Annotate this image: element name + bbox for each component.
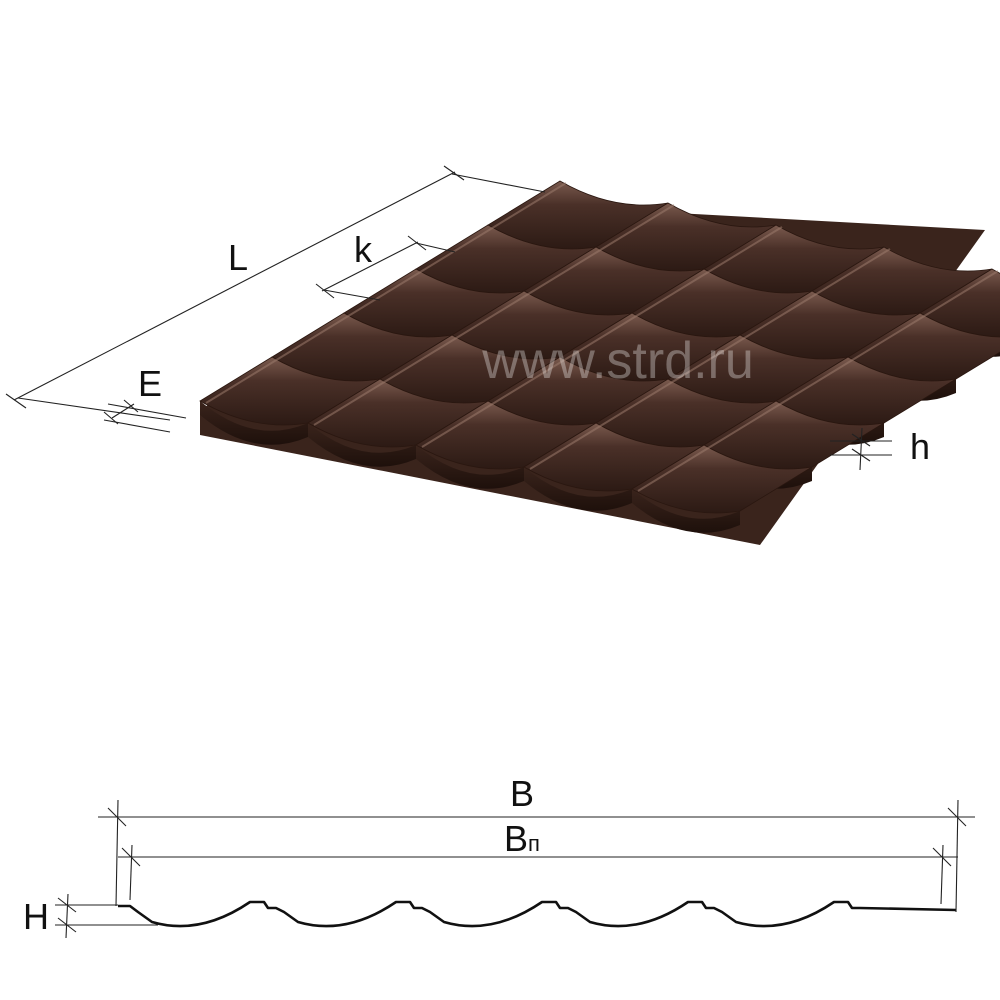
dimension-step-height: h — [830, 426, 930, 471]
dimension-usable-width-label: Bп — [504, 818, 540, 859]
dimension-step-height-label: h — [910, 426, 930, 467]
cross-section-profile — [118, 900, 957, 928]
tile-ridge-highlight — [421, 402, 495, 448]
profile-line — [118, 900, 957, 928]
tile-ridge-highlight — [745, 292, 819, 338]
tile-ridge-highlight — [673, 336, 747, 382]
tile-ridge-highlight — [709, 226, 783, 272]
dimension-edge-label: E — [138, 363, 162, 404]
tile-ridge-highlight — [709, 402, 783, 448]
dimension-total-width-label: B — [510, 773, 534, 814]
usable-width-sub: п — [528, 831, 540, 856]
tile-ridge-highlight — [421, 226, 495, 272]
dimension-wave-step-label: k — [354, 229, 373, 270]
tile-riser — [308, 423, 416, 467]
tile-ridge-highlight — [457, 292, 531, 338]
tile-riser — [524, 467, 632, 511]
tile-wave — [631, 444, 813, 514]
tile-ridge-highlight — [529, 248, 603, 294]
tile-riser — [200, 401, 308, 445]
tile-ridge-highlight — [385, 336, 459, 382]
tile-ridge-highlight — [313, 380, 387, 426]
tile-ridge-highlight — [781, 358, 855, 404]
dimension-length-label: L — [228, 237, 248, 278]
tile-ridge-highlight — [349, 270, 423, 316]
tile-riser — [416, 445, 524, 489]
tile-ridge-highlight — [493, 358, 567, 404]
dimension-edge: E — [103, 363, 187, 433]
dimension-length: L — [5, 165, 546, 421]
dimension-total-width: B — [98, 773, 975, 913]
tile-ridge-highlight — [601, 204, 675, 250]
dimension-profile-height: H — [23, 893, 158, 939]
watermark: www.strd.ru — [481, 332, 754, 390]
tile-ridge-highlight — [529, 424, 603, 470]
dimension-wave-step: k — [315, 229, 456, 301]
tile-ridge-highlight — [817, 248, 891, 294]
tile-ridge-highlight — [637, 270, 711, 316]
tile-rows — [199, 180, 1000, 533]
tile-ridge-highlight — [853, 314, 927, 360]
tile-ridge-highlight — [925, 270, 999, 316]
tile-ridge-highlight — [205, 358, 279, 404]
tile-ridge-highlight — [637, 446, 711, 492]
dimension-profile-height-label: H — [23, 896, 49, 937]
dimension-usable-width: Bп — [118, 818, 958, 905]
tile-ridge-highlight — [601, 380, 675, 426]
tile-ridge-highlight — [277, 314, 351, 360]
tile-sheet — [199, 180, 1000, 545]
tile-ridge-highlight — [565, 314, 639, 360]
tile-riser — [632, 489, 740, 533]
usable-width-main: B — [504, 818, 528, 859]
tile-ridge-highlight — [493, 182, 567, 228]
